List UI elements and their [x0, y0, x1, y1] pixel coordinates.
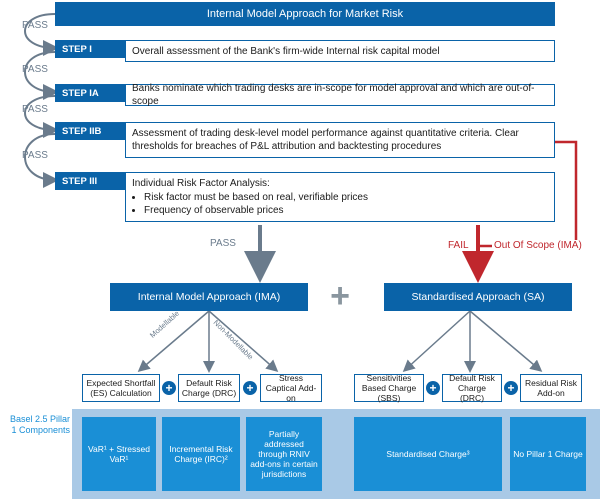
pass-label-1: PASS [22, 20, 48, 31]
ima-component-drc: Default Risk Charge (DRC) [178, 374, 240, 402]
plus-circle-icon: + [426, 381, 440, 395]
sa-box: Standardised Approach (SA) [384, 283, 572, 311]
risk-factor-item: Risk factor must be based on real, verif… [144, 191, 548, 204]
step-ia-text: Banks nominate which trading desks are i… [125, 83, 555, 107]
step-1-tag: STEP I [55, 40, 125, 58]
sa-component-drc: Default Risk Charge (DRC) [442, 373, 502, 403]
basel-cell-irc: Incremental Risk Charge (IRC)² [162, 417, 240, 491]
plus-circle-icon: + [243, 381, 257, 395]
pass-loop-4 [24, 133, 59, 188]
pass-loop-2 [24, 51, 59, 100]
step-iii-text: Individual Risk Factor Analysis: [132, 178, 270, 189]
ima-component-stress: Stress Captical Add-on [260, 373, 322, 403]
pass-loop-3 [24, 95, 59, 138]
step-iib-tag: STEP IIB [55, 122, 125, 140]
pass-label-3: PASS [22, 104, 48, 115]
pass-label-2: PASS [22, 64, 48, 75]
basel-cell-var: VaR¹ + Stressed VaR¹ [82, 417, 156, 491]
pass-label-4: PASS [22, 150, 48, 161]
step-iii-tag: STEP III [55, 172, 125, 190]
basel-label: Basel 2.5 Pillar 1 Components [9, 414, 70, 435]
out-of-scope-label: Out Of Scope (IMA) [492, 240, 584, 251]
pass-loop-1 [24, 13, 59, 56]
sa-component-sbs: Sensitivities Based Charge (SBS) [354, 373, 424, 403]
step-1-text: Overall assessment of the Bank's firm-wi… [125, 40, 555, 62]
ima-component-es: Expected Shortfall (ES) Calculation [82, 374, 160, 402]
risk-factor-list: Risk factor must be based on real, verif… [132, 191, 548, 217]
pass-to-ima-label: PASS [210, 238, 236, 249]
sa-component-residual: Residual Risk Add-on [520, 374, 582, 402]
basel-cell-standardised: Standardised Charge³ [354, 417, 502, 491]
plus-icon: + [330, 277, 350, 315]
basel-cell-no-pillar: No Pillar 1 Charge [510, 417, 586, 491]
risk-factor-item: Frequency of observable prices [144, 204, 548, 217]
basel-cell-rniv: Partially addressed through RNIV add-ons… [246, 417, 322, 491]
step-iib-text: Assessment of trading desk-level model p… [125, 122, 555, 158]
ima-box: Internal Model Approach (IMA) [110, 283, 308, 311]
diagram-title: Internal Model Approach for Market Risk [55, 2, 555, 26]
fail-label: FAIL [448, 240, 469, 251]
plus-circle-icon: + [162, 381, 176, 395]
step-iii-box: Individual Risk Factor Analysis: Risk fa… [125, 172, 555, 222]
plus-circle-icon: + [504, 381, 518, 395]
step-ia-tag: STEP IA [55, 84, 125, 102]
